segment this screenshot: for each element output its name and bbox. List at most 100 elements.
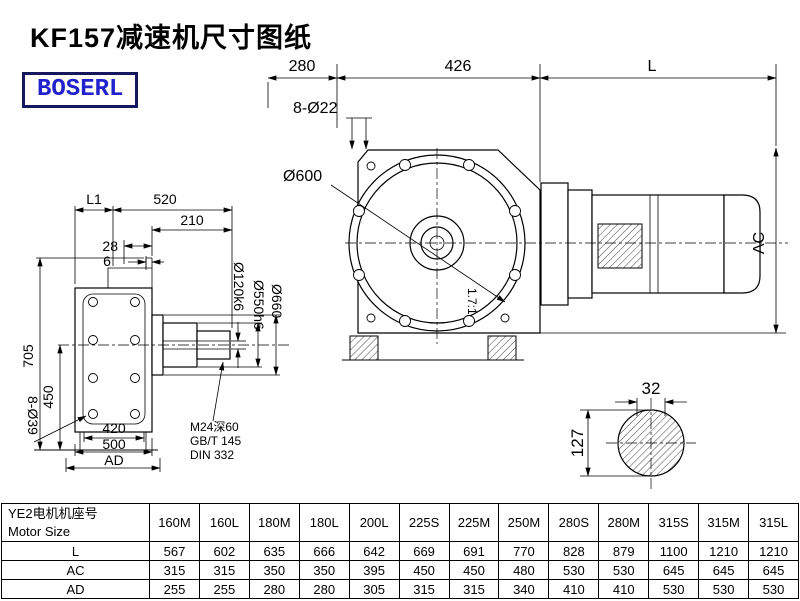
front-view-annotations: 8-Ø22 Ø600 AC 1.7:1 (283, 100, 786, 334)
table-cell: 480 (498, 560, 550, 580)
motor (540, 182, 761, 306)
table-cell: 395 (348, 560, 400, 580)
dim-shaft-bore: Ø120k6 (231, 262, 247, 311)
table-cell: 635 (248, 541, 300, 561)
dim-705: 705 (20, 344, 36, 368)
table-cell: 315 (198, 560, 250, 580)
label-ratio: 1.7:1 (465, 288, 479, 315)
dim-shaft-dia: 127 (568, 429, 587, 457)
dim-210: 210 (180, 212, 204, 228)
table-cell: 255 (149, 579, 200, 599)
table-cell: 642 (348, 541, 400, 561)
table-cell: 410 (548, 579, 600, 599)
header-en: Motor Size (8, 523, 71, 539)
table-cell: 770 (498, 541, 550, 561)
table-cell: 315 (398, 579, 450, 599)
dim-28: 28 (102, 238, 118, 254)
side-view-dimensions: L1 520 210 28 6 705 450 8-Ø39 420 (20, 191, 285, 472)
note-gbt: GB/T 145 (190, 434, 241, 448)
shaft-section-view: 32 127 (568, 379, 696, 490)
brand-logo: BOSERL (22, 72, 139, 108)
dim-L: L (648, 58, 657, 75)
dim-AC: AC (751, 232, 768, 254)
table-cell: 645 (698, 560, 750, 580)
table-cell: 280 (298, 579, 350, 599)
table-cell: 879 (598, 541, 650, 561)
table-cell: 1210 (698, 541, 750, 561)
table-cell: 530 (648, 579, 700, 599)
table-cell: 315 (149, 560, 200, 580)
table-cell: 350 (298, 560, 350, 580)
table-cell: 530 (698, 579, 750, 599)
column-header: 200L (348, 503, 400, 542)
dim-450: 450 (40, 385, 56, 409)
note-thread: M24深60 (190, 420, 239, 434)
column-header: 180M (248, 503, 300, 542)
table-cell: 1100 (648, 541, 700, 561)
table-cell: 828 (548, 541, 600, 561)
table-cell: 1210 (748, 541, 799, 561)
label-bolt-holes: 8-Ø22 (293, 100, 338, 117)
column-header: 280S (548, 503, 600, 542)
row-label: AC (1, 560, 150, 580)
column-header: 315S (648, 503, 700, 542)
table-cell: 645 (648, 560, 700, 580)
table-cell: 669 (398, 541, 450, 561)
note-din: DIN 332 (190, 448, 234, 462)
table-cell: 450 (448, 560, 500, 580)
column-header: 250M (498, 503, 550, 542)
table-cell: 602 (198, 541, 250, 561)
table-row: AC 315 315 350 350 395 450 450 480 530 5… (1, 560, 799, 580)
motor-size-table: YE2电机机座号 Motor Size 160M 160L 180M 180L … (1, 503, 799, 599)
terminal-box (597, 223, 643, 269)
table-cell: 350 (248, 560, 300, 580)
header-cn: YE2电机机座号 (8, 505, 98, 521)
table-cell: 666 (298, 541, 350, 561)
table-cell: 645 (748, 560, 799, 580)
table-cell: 530 (748, 579, 799, 599)
dim-426: 426 (445, 58, 472, 75)
table-row: L 567 602 635 666 642 669 691 770 828 87… (1, 541, 799, 561)
table-cell: 691 (448, 541, 500, 561)
row-label: AD (1, 579, 150, 599)
front-view-flange (345, 148, 788, 344)
page-title: KF157减速机尺寸图纸 (30, 23, 313, 53)
table-corner-header: YE2电机机座号 Motor Size (1, 503, 150, 542)
dim-520: 520 (153, 191, 177, 207)
dim-pilot-dia: Ø550h6 (251, 280, 267, 330)
dim-AD: AD (104, 452, 123, 468)
table-cell: 305 (348, 579, 400, 599)
table-cell: 567 (149, 541, 200, 561)
dim-420: 420 (102, 420, 126, 436)
column-header: 315L (748, 503, 799, 542)
label-foot-holes: 8-Ø39 (25, 396, 41, 435)
row-label: L (1, 541, 150, 561)
column-header: 280M (598, 503, 650, 542)
column-header: 225M (448, 503, 500, 542)
column-header: 160M (149, 503, 200, 542)
table-cell: 280 (248, 579, 300, 599)
table-cell: 315 (448, 579, 500, 599)
dim-6: 6 (103, 253, 111, 269)
table-cell: 410 (598, 579, 650, 599)
column-header: 180L (298, 503, 350, 542)
table-cell: 255 (198, 579, 250, 599)
column-header: 225S (398, 503, 450, 542)
table-cell: 450 (398, 560, 450, 580)
table-cell: 530 (598, 560, 650, 580)
technical-drawing: 32 127 280 426 L 8-Ø22 Ø600 (20, 58, 788, 490)
table-header-row: YE2电机机座号 Motor Size 160M 160L 180M 180L … (1, 503, 799, 542)
dim-flange-dia-side: Ø660 (269, 284, 285, 318)
column-header: 315M (698, 503, 750, 542)
side-view (34, 257, 292, 451)
table-cell: 530 (548, 560, 600, 580)
table-cell: 340 (498, 579, 550, 599)
dim-key-width: 32 (642, 379, 661, 398)
label-flange-dia: Ø600 (283, 168, 322, 185)
dim-L1: L1 (86, 191, 102, 207)
table-row: AD 255 255 280 280 305 315 315 340 410 4… (1, 579, 799, 599)
column-header: 160L (198, 503, 250, 542)
dim-280: 280 (289, 58, 316, 75)
top-dimensions: 280 426 L (267, 58, 777, 182)
